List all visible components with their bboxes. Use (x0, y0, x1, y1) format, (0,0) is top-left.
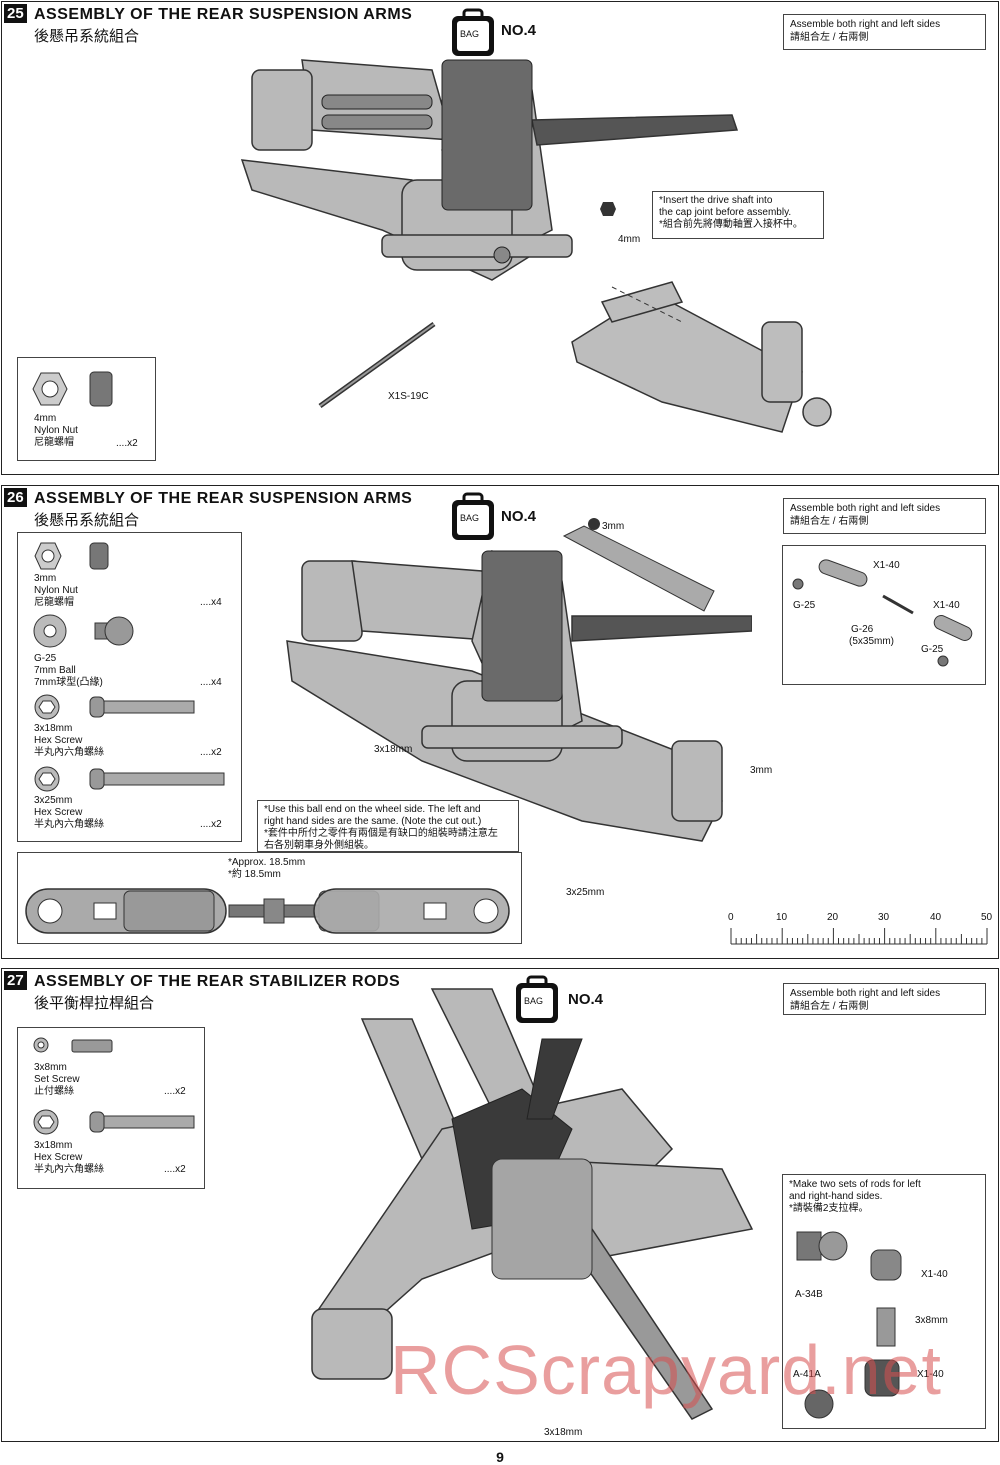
bag-icon (452, 8, 494, 56)
nut-right-label: 3mm (750, 765, 773, 776)
ruler-label: 10 (776, 912, 788, 923)
part-qty: ....x2 (164, 1086, 186, 1097)
watermark: RCScrapyard.net (390, 1331, 942, 1409)
step-number: 25 (4, 4, 27, 23)
set-screw-end-icon (33, 1037, 49, 1053)
rod-label-g25a: G-25 (793, 600, 816, 611)
rod-label-x1a: X1-40 (873, 560, 900, 571)
ruler-label: 0 (728, 912, 734, 923)
rod-label-x1a: X1-40 (921, 1269, 948, 1280)
chassis-illustration (240, 59, 739, 281)
step-number: 26 (4, 488, 27, 507)
screw-head-icon (34, 766, 60, 792)
shaft-illustration (318, 321, 436, 409)
bag-text: BAG (460, 513, 480, 523)
suspension-arm-illustration (571, 281, 832, 433)
ball-side-icon (94, 616, 134, 646)
ruler (730, 928, 988, 945)
rod-label-g26-size: (5x35mm) (849, 636, 895, 647)
step-title: ASSEMBLY OF THE REAR SUSPENSION ARMS (34, 490, 413, 507)
rod-label-set-screw: 3x8mm (915, 1315, 948, 1326)
part-qty: ....x2 (164, 1164, 186, 1175)
part-qty: ....x2 (116, 438, 138, 449)
bag-number: NO.4 (501, 508, 537, 525)
step-subtitle: 後懸吊系統組合 (34, 28, 140, 45)
rod-parts-illustration (796, 1231, 902, 1419)
bag-text: BAG (460, 29, 480, 39)
ball-icon (33, 614, 67, 648)
rod-label-a34b: A-34B (795, 1289, 823, 1300)
nylon-nut-icon (32, 372, 68, 406)
set-screw-icon (71, 1039, 113, 1053)
nylon-nut-side-icon (89, 371, 113, 407)
page-number: 9 (496, 1449, 504, 1465)
ruler-label: 30 (878, 912, 890, 923)
part-qty: ....x2 (200, 747, 222, 758)
step-26-panel: 26 ASSEMBLY OF THE REAR SUSPENSION ARMS … (1, 485, 999, 959)
step-title: ASSEMBLY OF THE REAR STABILIZER RODS (34, 973, 401, 990)
step-25-panel: 25 ASSEMBLY OF THE REAR SUSPENSION ARMS … (1, 1, 999, 475)
turnbuckle-illustration (25, 888, 510, 934)
screw-3x18-icon (89, 696, 195, 718)
rod-detail-box: X1-40 G-25 G-26 (5x35mm) X1-40 G-25 (782, 545, 986, 685)
nut-top-label: 3mm (602, 521, 625, 532)
chassis-illustration (286, 549, 752, 842)
nylon-nut-side-icon (89, 542, 109, 570)
bag-text: BAG (524, 996, 544, 1006)
camber-link-illustration (562, 518, 715, 612)
step-title: ASSEMBLY OF THE REAR SUSPENSION ARMS (34, 6, 413, 23)
step-27-panel: 27 ASSEMBLY OF THE REAR STABILIZER RODS … (1, 968, 999, 1442)
chassis-illustration (311, 988, 754, 1420)
rod-label-x1b: X1-40 (917, 1369, 944, 1380)
turnbuckle-box: *Approx. 18.5mm*約 18.5mm (17, 852, 522, 944)
screw-bottom-label: 3x25mm (566, 887, 605, 898)
screw-head-icon (33, 1109, 59, 1135)
rod-label-a41a: A-41A (793, 1369, 821, 1380)
step-subtitle: 後懸吊系統組合 (34, 512, 140, 529)
ruler-label: 50 (981, 912, 993, 923)
ruler-label: 20 (827, 912, 839, 923)
rod-label-g25b: G-25 (921, 644, 944, 655)
rod-parts-illustration (792, 559, 973, 667)
bag-icon (516, 975, 558, 1023)
part-qty: ....x4 (200, 597, 222, 608)
screw-3x25-icon (89, 768, 225, 790)
part-qty: ....x2 (200, 819, 222, 830)
screw-bottom-label: 3x18mm (544, 1427, 583, 1438)
rod-label-g26: G-26 (851, 624, 874, 635)
nut-illustration (600, 202, 616, 216)
rod-label-x1b: X1-40 (933, 600, 960, 611)
screw-left-label: 3x18mm (374, 744, 413, 755)
screw-head-icon (34, 694, 60, 720)
step-number: 27 (4, 971, 27, 990)
shaft-label: X1S-19C (388, 391, 429, 402)
ruler-label: 40 (930, 912, 942, 923)
nylon-nut-icon (34, 542, 62, 570)
step-subtitle: 後平衡桿拉桿組合 (34, 995, 155, 1012)
approx-label: *Approx. 18.5mm*約 18.5mm (228, 857, 306, 880)
bag-number: NO.4 (501, 22, 537, 39)
bag-number: NO.4 (568, 991, 604, 1008)
nut-label: 4mm (618, 234, 641, 245)
part-qty: ....x4 (200, 677, 222, 688)
screw-3x18-icon (89, 1111, 195, 1133)
ball-end-note: *Use this ball end on the wheel side. Th… (257, 800, 519, 852)
bag-icon (452, 492, 494, 540)
